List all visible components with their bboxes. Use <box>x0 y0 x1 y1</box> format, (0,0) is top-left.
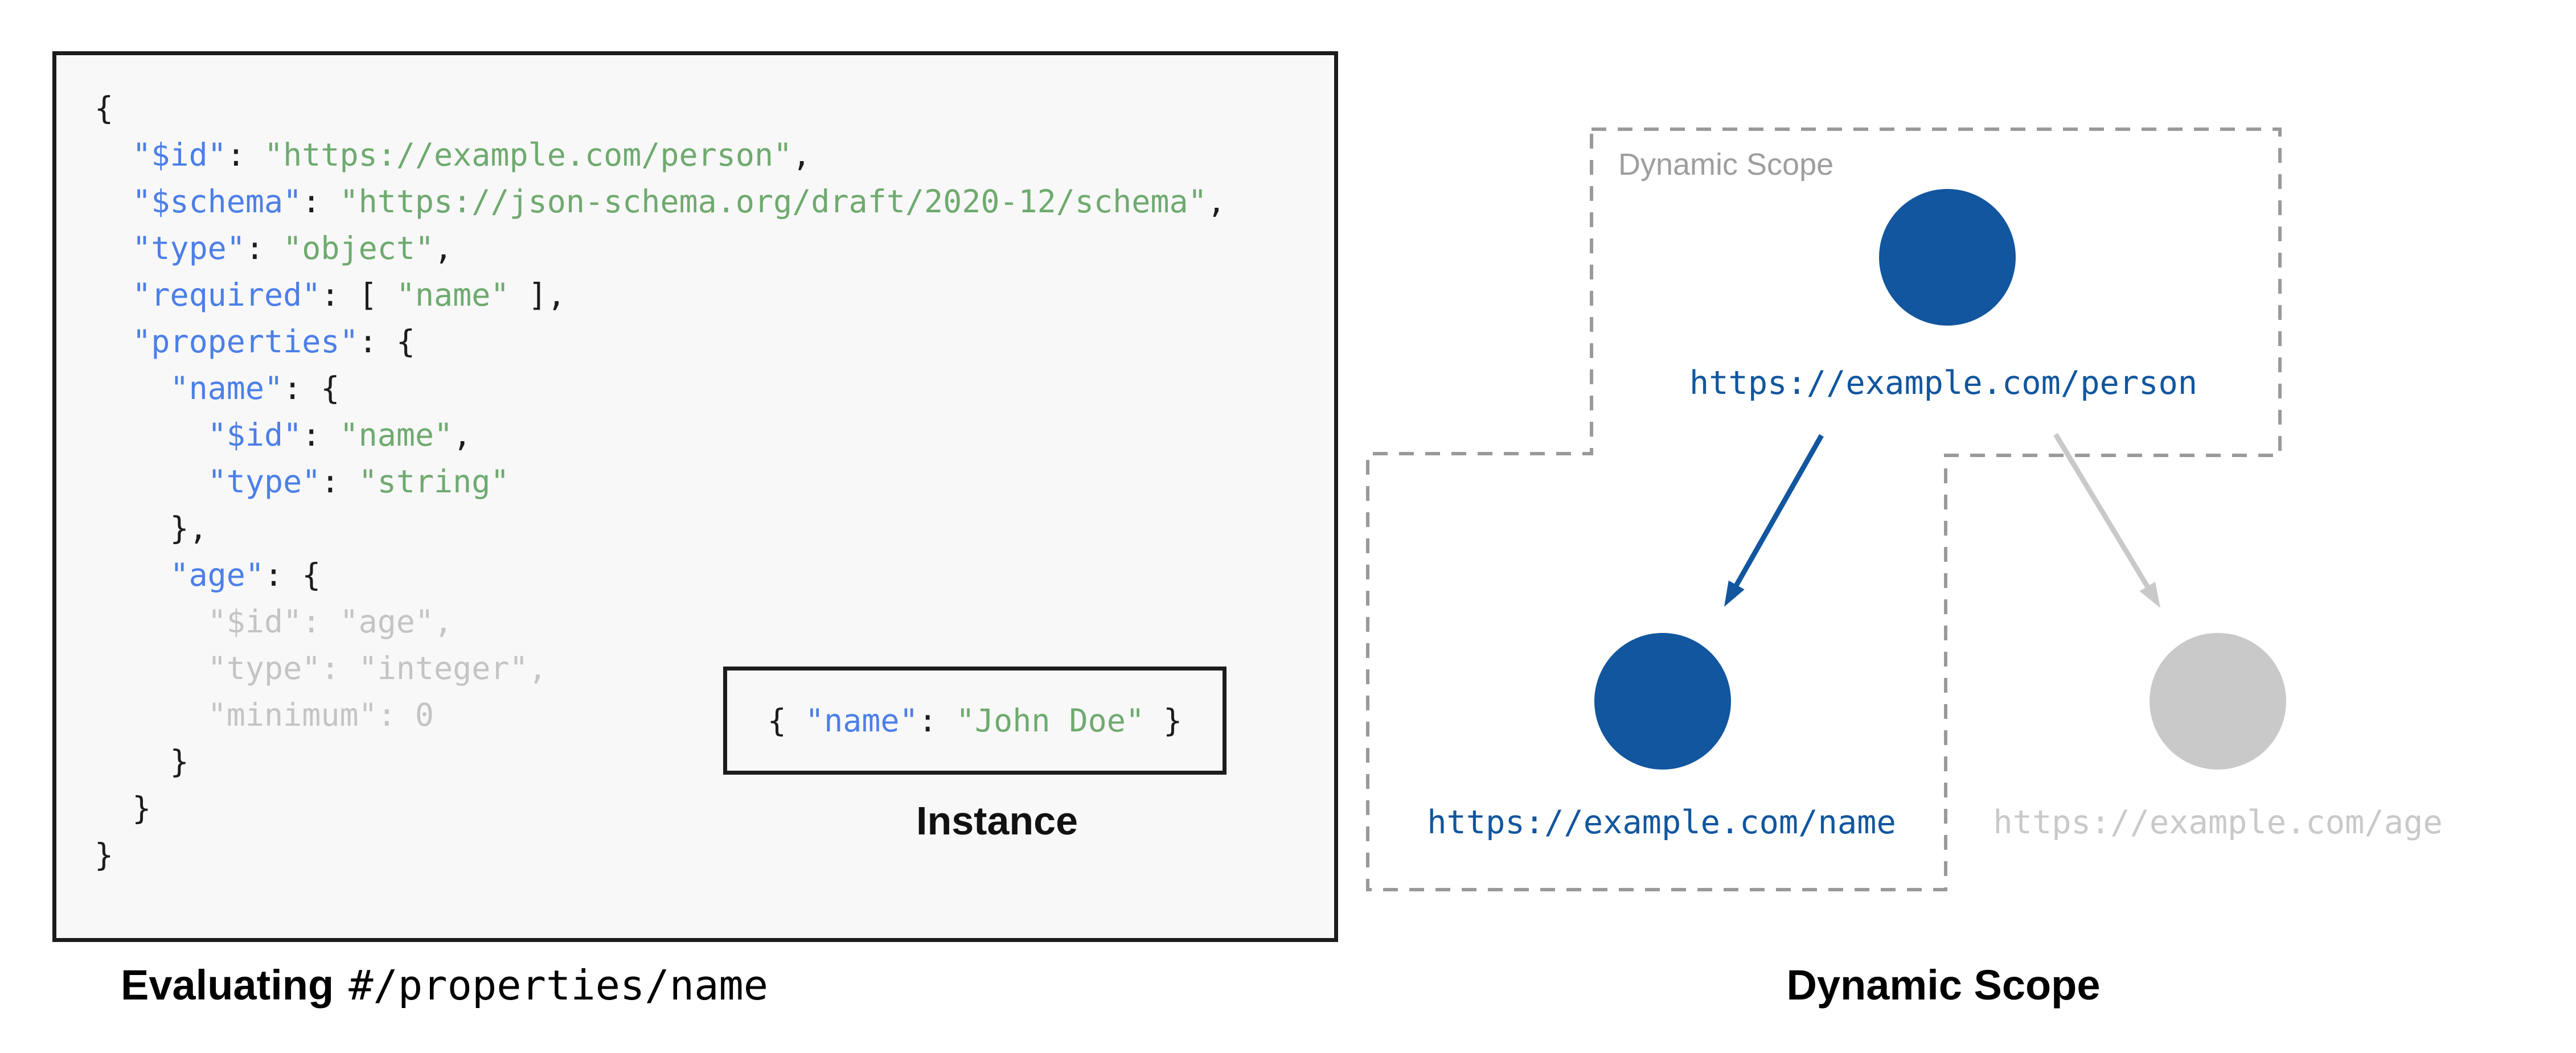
node-label-person: https://example.com/person <box>1689 364 2198 402</box>
diagram-nodes-and-arrows <box>1594 189 2286 770</box>
node-label-name: https://example.com/name <box>1427 804 1896 841</box>
code-segment: "type" <box>207 463 321 500</box>
code-segment: "John Doe" <box>955 702 1145 739</box>
code-segment: "minimum": 0 <box>95 697 434 733</box>
instance-code: { "name": "John Doe" } <box>768 702 1183 739</box>
code-segment: : <box>918 702 956 739</box>
code-segment: "type" <box>132 230 245 266</box>
code-segment: "https://example.com/person" <box>264 137 793 173</box>
code-segment: : { <box>264 557 321 593</box>
code-segment: "name" <box>339 417 453 453</box>
code-line: } <box>95 832 1226 878</box>
evaluating-caption-bold: Evaluating <box>121 961 334 1009</box>
node-label-age: https://example.com/age <box>1993 804 2443 841</box>
evaluating-caption-pointer: #/properties/name <box>348 961 769 1009</box>
code-segment: } <box>95 837 114 873</box>
code-segment: } <box>95 790 151 826</box>
code-line: { <box>95 85 1226 131</box>
code-segment: { <box>767 702 805 739</box>
code-segment: : <box>226 137 265 173</box>
dynamic-scope-outline <box>1366 127 2282 891</box>
code-segment: "https://json-schema.org/draft/2020-12/s… <box>339 183 1207 220</box>
arrowhead-person-to-age <box>2139 582 2160 608</box>
schema-code: { "$id": "https://example.com/person", "… <box>95 85 1226 878</box>
code-segment: "$id" <box>207 417 302 453</box>
code-segment: : [ <box>321 277 396 313</box>
code-segment: "string" <box>358 463 510 500</box>
code-segment: "name" <box>396 277 510 313</box>
code-segment: } <box>95 743 189 780</box>
schema-node-name <box>1594 633 1731 770</box>
code-segment: : { <box>358 323 415 360</box>
code-segment: : <box>245 230 284 266</box>
code-line: "age": { <box>95 552 1226 598</box>
code-segment: }, <box>95 510 208 546</box>
code-line: "type": "integer", <box>95 645 1226 692</box>
code-segment: "properties" <box>132 323 359 360</box>
evaluating-caption: Evaluating #/properties/name <box>121 961 768 1009</box>
code-segment: : <box>321 463 359 500</box>
code-segment: ], <box>509 277 566 313</box>
code-line: "$id": "age", <box>95 598 1226 645</box>
code-line: }, <box>95 505 1226 552</box>
code-line: "type": "object", <box>95 225 1226 272</box>
code-segment: , <box>453 417 472 453</box>
dynamic-scope-caption: Dynamic Scope <box>1786 961 2101 1009</box>
code-line: "minimum": 0 <box>95 692 1226 738</box>
code-segment: , <box>792 137 811 173</box>
code-segment: "type": "integer", <box>95 650 547 686</box>
code-line: } <box>95 785 1226 832</box>
arrow-person-to-name <box>1732 434 1824 590</box>
code-line: "properties": { <box>95 318 1226 365</box>
code-line: "$id": "https://example.com/person", <box>95 131 1226 178</box>
code-segment: "$id": "age", <box>95 603 453 640</box>
code-segment: "age" <box>170 557 265 593</box>
code-segment: } <box>1145 702 1183 739</box>
code-segment: : <box>302 417 340 453</box>
arrowhead-person-to-name <box>1724 580 1745 607</box>
code-line: "$id": "name", <box>95 412 1226 458</box>
code-segment: "$schema" <box>132 183 302 220</box>
code-line: "name": { <box>95 365 1226 412</box>
code-segment: : <box>302 183 340 220</box>
code-segment: { <box>95 90 114 126</box>
code-segment: , <box>434 230 453 266</box>
schema-code-block: { "$id": "https://example.com/person", "… <box>52 51 1338 942</box>
code-segment: "required" <box>132 277 321 313</box>
code-line: } <box>95 738 1226 785</box>
code-segment: , <box>1207 183 1226 220</box>
code-line: "$schema": "https://json-schema.org/draf… <box>95 178 1226 225</box>
dynamic-scope-region-label: Dynamic Scope <box>1618 147 1834 182</box>
code-line: "required": [ "name" ], <box>95 272 1226 318</box>
code-segment: "name" <box>170 370 284 406</box>
code-segment: "name" <box>805 702 918 739</box>
code-segment: : { <box>283 370 340 406</box>
code-line: "type": "string" <box>95 458 1226 505</box>
schema-node-person <box>1879 189 2016 326</box>
arrow-person-to-age <box>2053 433 2152 591</box>
instance-box: { "name": "John Doe" } <box>723 667 1227 775</box>
schema-node-age <box>2150 633 2286 770</box>
code-segment: "$id" <box>132 137 227 173</box>
code-segment: "object" <box>283 230 434 266</box>
